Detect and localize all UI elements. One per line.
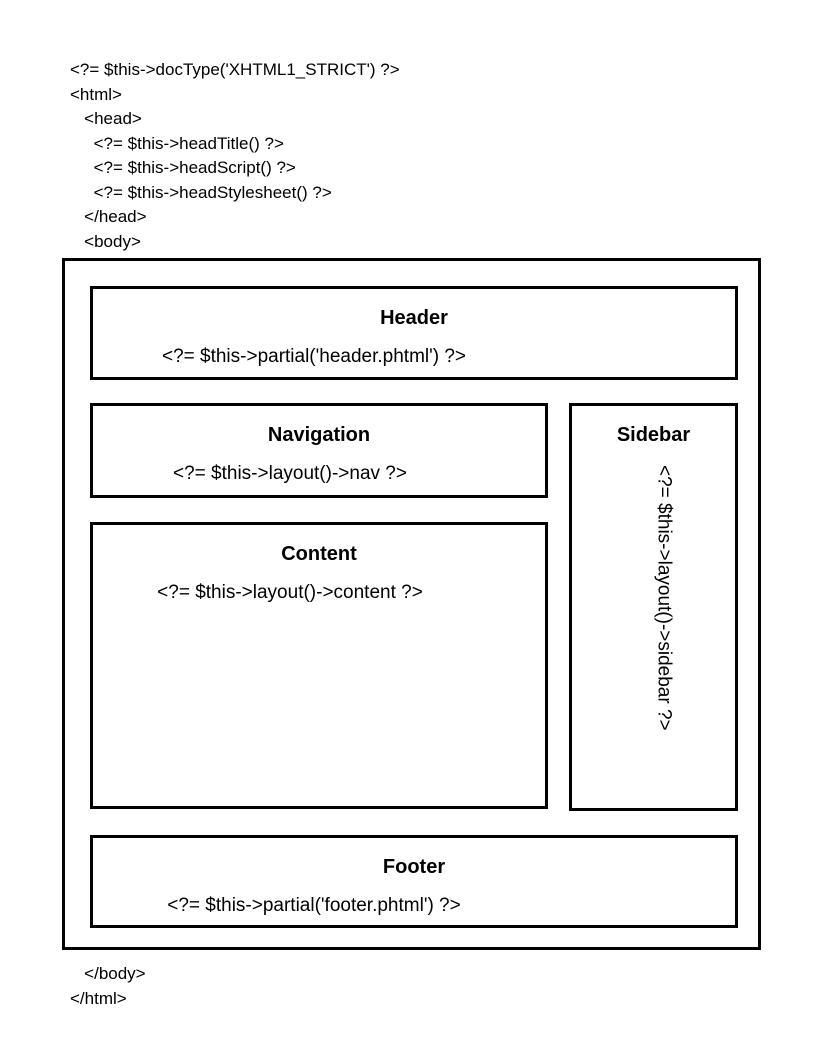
region-footer: Footer <?= $this->partial('footer.phtml'…	[90, 835, 738, 928]
region-content-code: <?= $this->layout()->content ?>	[157, 582, 423, 603]
region-navigation-code: <?= $this->layout()->nav ?>	[173, 463, 407, 484]
region-footer-title: Footer	[382, 856, 446, 878]
region-content: Content <?= $this->layout()->content ?>	[90, 522, 548, 809]
region-sidebar-code: <?= $this->layout()->sidebar ?>	[653, 465, 675, 731]
region-header-title: Header	[380, 307, 448, 329]
code-block-closing-tags: </body> </html>	[70, 964, 146, 1008]
region-navigation-title: Navigation	[267, 424, 371, 446]
region-navigation: Navigation <?= $this->layout()->nav ?>	[90, 403, 548, 498]
region-header-code: <?= $this->partial('header.phtml') ?>	[161, 346, 467, 367]
layout-diagram-frame: Header <?= $this->partial('header.phtml'…	[62, 258, 761, 950]
region-content-title: Content	[281, 543, 357, 565]
code-block-opening-tags: <?= $this->docType('XHTML1_STRICT') ?> <…	[70, 60, 400, 251]
region-header: Header <?= $this->partial('header.phtml'…	[90, 286, 738, 380]
region-sidebar-title: Sidebar	[616, 424, 691, 446]
region-footer-code: <?= $this->partial('footer.phtml') ?>	[167, 895, 461, 916]
region-sidebar: Sidebar <?= $this->layout()->sidebar ?>	[569, 403, 738, 811]
